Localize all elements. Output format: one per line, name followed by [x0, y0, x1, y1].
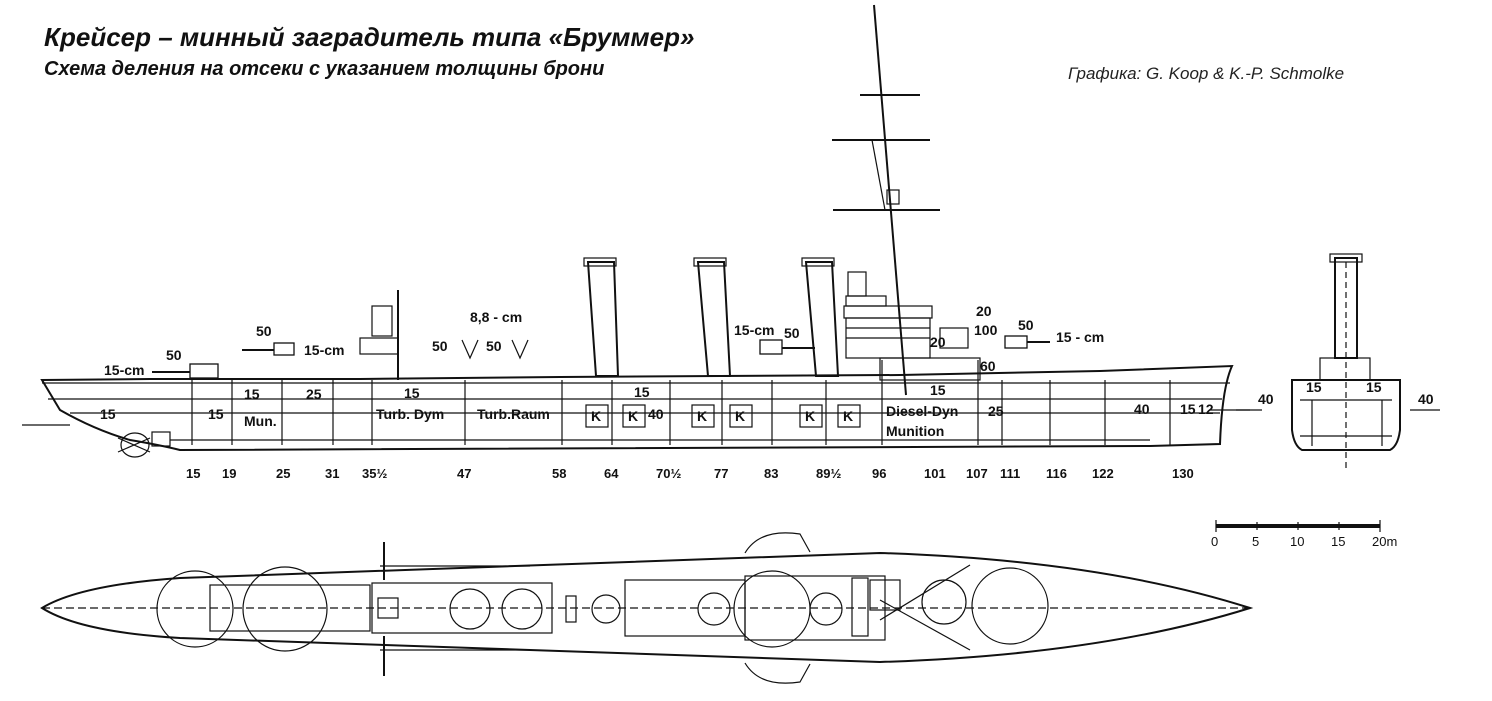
frame-label: 15 — [186, 466, 200, 481]
label-15-turb: 15 — [404, 385, 420, 401]
frame-label: 58 — [552, 466, 566, 481]
label-15cm-aft: 15-cm — [104, 362, 144, 378]
label-100-bridge: 100 — [974, 322, 998, 338]
frame-label: 116 — [1046, 466, 1067, 481]
frame-label: 122 — [1092, 466, 1114, 481]
label-50-aft: 50 — [166, 347, 182, 363]
label-88cm: 8,8 - cm — [470, 309, 522, 325]
graphics-credit: Графика: G. Koop & K.-P. Schmolke — [1068, 64, 1345, 83]
frame-label: 77 — [714, 466, 728, 481]
label-15-mun2: 15 — [208, 406, 224, 422]
label-50-mid: 50 — [784, 325, 800, 341]
frame-label: 70½ — [656, 466, 681, 481]
section-label-40-right: 40 — [1418, 391, 1434, 407]
page-subtitle: Схема деления на отсеки с указанием толщ… — [44, 58, 605, 80]
scale-bar: 0 5 10 15 20m — [1211, 520, 1397, 549]
frame-label: 96 — [872, 466, 886, 481]
label-20-bridge: 20 — [976, 303, 992, 319]
frame-label: 25 — [276, 466, 290, 481]
funnels — [583, 257, 840, 377]
bridge — [843, 271, 981, 381]
label-turb-dym: Turb. Dym — [376, 406, 444, 422]
label-40-bow: 40 — [1134, 401, 1150, 417]
scale-tick: 10 — [1290, 534, 1304, 549]
side-guns — [152, 335, 1050, 379]
label-k6: K — [843, 408, 853, 424]
label-k1: K — [591, 408, 601, 424]
section-hull — [1291, 379, 1401, 451]
label-50-fwd: 50 — [1018, 317, 1034, 333]
label-25-fwd: 25 — [988, 403, 1004, 419]
scale-tick: 15 — [1331, 534, 1345, 549]
section-label-15-right: 15 — [1366, 379, 1382, 395]
label-50-88b: 50 — [486, 338, 502, 354]
label-20-bridge2: 20 — [930, 334, 946, 350]
label-turb-raum: Turb.Raum — [477, 406, 550, 422]
aft-mast — [359, 290, 399, 380]
frame-label: 130 — [1172, 466, 1194, 481]
scale-tick: 5 — [1252, 534, 1259, 549]
scale-tick: 20m — [1372, 534, 1397, 549]
frame-label: 64 — [604, 466, 619, 481]
bulkheads — [191, 360, 1171, 445]
frame-label: 35½ — [362, 466, 387, 481]
section-label-15-left: 15 — [1306, 379, 1322, 395]
funnel-3 — [804, 261, 840, 377]
page-title: Крейсер – минный заградитель типа «Брумм… — [44, 22, 695, 52]
section-label-40-left: 40 — [1258, 391, 1274, 407]
cross-section: 40 15 15 40 — [1236, 253, 1440, 470]
side-labels: 15-cm 50 50 15-cm 15 15 15 Mun. 25 15 Tu… — [100, 303, 1214, 439]
label-munition-fwd: Munition — [886, 423, 944, 439]
frame-label: 19 — [222, 466, 236, 481]
label-munition-aft: Mun. — [244, 413, 277, 429]
label-diesel-dyn: Diesel-Dyn — [886, 403, 958, 419]
frame-label: 111 — [1000, 466, 1020, 481]
label-k2: K — [628, 408, 638, 424]
label-15-boiler: 15 — [634, 384, 650, 400]
label-12-bow: 12 — [1198, 401, 1214, 417]
label-15-diesel: 15 — [930, 382, 946, 398]
frame-label: 101 — [924, 466, 946, 481]
label-15cm-mid: 15-cm — [734, 322, 774, 338]
label-60: 60 — [980, 358, 996, 374]
label-15cm-aft2: 15-cm — [304, 342, 344, 358]
label-15-mun1: 15 — [244, 386, 260, 402]
frame-label: 107 — [966, 466, 988, 481]
boiler-boxes — [585, 404, 861, 428]
frame-numbers: 15 19 25 31 35½ 47 58 64 70½ 77 83 89½ 9… — [186, 466, 1194, 481]
frame-label: 89½ — [816, 466, 841, 481]
label-40-boiler: 40 — [648, 406, 664, 422]
frame-label: 83 — [764, 466, 778, 481]
foremast — [832, 4, 940, 396]
label-50-aft2: 50 — [256, 323, 272, 339]
label-25-aft: 25 — [306, 386, 322, 402]
label-15-stern: 15 — [100, 406, 116, 422]
label-k4: K — [735, 408, 745, 424]
propeller-rudder — [117, 431, 171, 458]
hull-outline — [40, 364, 1234, 452]
label-50-88a: 50 — [432, 338, 448, 354]
frame-label: 47 — [457, 466, 471, 481]
label-15cm-fwd: 15 - cm — [1056, 329, 1104, 345]
top-view — [40, 532, 1254, 684]
label-k3: K — [697, 408, 707, 424]
funnel-1 — [586, 261, 620, 377]
label-15-bow: 15 — [1180, 401, 1196, 417]
side-view: 15-cm 50 50 15-cm 15 15 15 Mun. 25 15 Tu… — [22, 4, 1250, 481]
frame-label: 31 — [325, 466, 339, 481]
funnel-2 — [696, 261, 732, 377]
label-k5: K — [805, 408, 815, 424]
scale-tick: 0 — [1211, 534, 1218, 549]
